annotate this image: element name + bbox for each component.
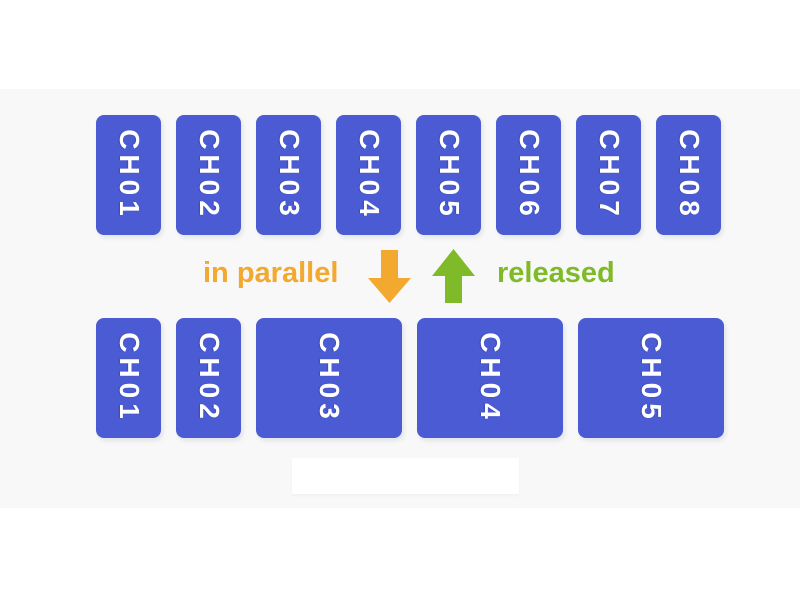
bottom-channel-block-ch04: CH04 (417, 318, 563, 438)
top-channel-block-ch08: CH08 (656, 115, 721, 235)
channel-label: CH05 (636, 332, 667, 424)
top-channel-block-ch04: CH04 (336, 115, 401, 235)
up-arrow-icon (432, 249, 475, 303)
channel-label: CH03 (273, 129, 305, 221)
channel-label: CH05 (433, 129, 465, 221)
channel-label: CH08 (673, 129, 705, 221)
channel-label: CH04 (353, 129, 385, 221)
top-channel-block-ch07: CH07 (576, 115, 641, 235)
top-channel-block-ch03: CH03 (256, 115, 321, 235)
channel-label: CH01 (113, 129, 145, 221)
in-parallel-label: in parallel (203, 257, 339, 289)
down-arrow-icon (368, 250, 411, 303)
released-label: released (497, 257, 615, 289)
bottom-channel-block-ch05: CH05 (578, 318, 724, 438)
channel-label: CH07 (593, 129, 625, 221)
blank-caption-box (292, 458, 519, 494)
top-channel-block-ch06: CH06 (496, 115, 561, 235)
channel-label: CH01 (113, 332, 145, 424)
channel-label: CH06 (513, 129, 545, 221)
top-channel-block-ch05: CH05 (416, 115, 481, 235)
bottom-channel-block-ch01: CH01 (96, 318, 161, 438)
top-channel-block-ch01: CH01 (96, 115, 161, 235)
bottom-channel-row: CH01 CH02 CH03 CH04 CH05 (96, 318, 724, 438)
bottom-channel-block-ch03: CH03 (256, 318, 402, 438)
channel-label: CH02 (193, 332, 225, 424)
top-channel-block-ch02: CH02 (176, 115, 241, 235)
top-channel-row: CH01 CH02 CH03 CH04 CH05 CH06 CH07 CH08 (96, 115, 721, 235)
channel-label: CH03 (314, 332, 345, 424)
channel-label: CH04 (475, 332, 506, 424)
bottom-channel-block-ch02: CH02 (176, 318, 241, 438)
channel-label: CH02 (193, 129, 225, 221)
